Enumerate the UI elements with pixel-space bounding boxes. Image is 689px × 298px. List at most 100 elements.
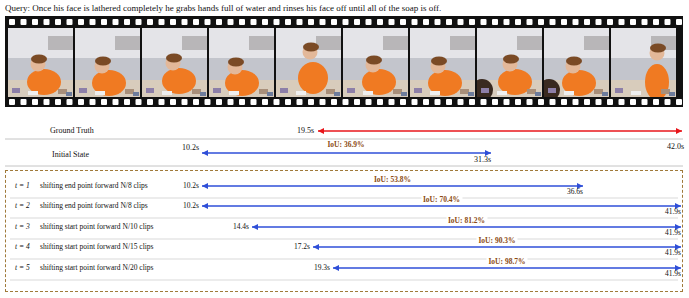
sprocket-hole [573, 19, 579, 25]
hair [366, 56, 382, 65]
film-base [5, 16, 683, 107]
sprocket-hole [354, 99, 360, 105]
step-action: shifting start point forward N/10 clips [40, 223, 154, 232]
time-label: 17.2s [294, 243, 310, 252]
sprocket-hole [458, 99, 464, 105]
table-clutter [661, 89, 670, 94]
sprocket-hole [239, 99, 245, 105]
sprocket-hole [9, 19, 15, 25]
sprocket-hole [228, 19, 234, 25]
sprocket-hole [44, 19, 50, 25]
sprocket-hole [538, 99, 544, 105]
hair [503, 55, 519, 64]
row-title: Ground Truth [50, 126, 94, 135]
frame-wall [410, 28, 475, 58]
row-title: Initial State [52, 150, 89, 159]
step-arrow [252, 226, 681, 227]
iou-label: IoU: 98.7% [486, 258, 527, 267]
table-clutter [497, 91, 507, 95]
frame-shelf [450, 36, 475, 50]
time-label: 10.2s [183, 202, 199, 211]
video-frame [611, 28, 676, 97]
frame-wall [75, 28, 140, 58]
step-index: t = 4 [15, 243, 30, 252]
table-clutter [200, 92, 206, 96]
sprocket-hole [538, 19, 544, 25]
frame-room [75, 28, 140, 97]
sprocket-hole [343, 19, 349, 25]
sprocket-hole [251, 19, 257, 25]
orange-shirt [162, 68, 196, 94]
row-rule [10, 198, 678, 199]
sprocket-hole [285, 19, 291, 25]
sprocket-hole [170, 19, 176, 25]
table-clutter [393, 89, 402, 94]
video-frame [8, 28, 73, 97]
table-clutter [213, 88, 221, 93]
sprocket-hole [596, 99, 602, 105]
sprocket-hole [492, 99, 498, 105]
sprocket-hole [469, 19, 475, 25]
step-arrow [313, 246, 681, 247]
step-arrow [202, 205, 681, 206]
sprocket-hole [527, 19, 533, 25]
table-clutter [267, 92, 273, 96]
time-label: 41.9s [665, 208, 681, 217]
sprocket-hole [446, 99, 452, 105]
sprocket-hole [377, 19, 383, 25]
sprocket-hole [561, 99, 567, 105]
time-label: 14.4s [233, 223, 249, 232]
sprocket-hole [515, 19, 521, 25]
sprocket-hole [573, 99, 579, 105]
sprocket-hole [90, 19, 96, 25]
sprocket-hole [446, 19, 452, 25]
orange-shirt [298, 62, 328, 94]
frame-room [142, 28, 207, 97]
sprocket-hole [320, 19, 326, 25]
sprocket-hole [228, 99, 234, 105]
table-clutter [162, 91, 172, 95]
step-action: shifting start point forward N/20 clips [40, 264, 154, 273]
sprocket-hole [78, 99, 84, 105]
video-frame [75, 28, 140, 97]
table-clutter [259, 89, 268, 94]
table-clutter [602, 92, 608, 96]
query-text: Query: Once his face is lathered complet… [5, 3, 441, 13]
sprocket-hole [147, 99, 153, 105]
table-clutter [564, 91, 574, 95]
step-arrow [333, 267, 681, 268]
sprocket-hole [297, 19, 303, 25]
frame-wall [477, 28, 542, 58]
sprocket-hole [262, 99, 268, 105]
table-clutter [280, 88, 288, 93]
sprocket-hole [676, 19, 682, 25]
time-label: 42.0s [667, 142, 684, 151]
step-action: shifting end point forward N/8 clips [40, 202, 148, 211]
table-clutter [296, 91, 306, 95]
sprocket-hole [676, 99, 682, 105]
sprocket-hole [550, 19, 556, 25]
table-clutter [334, 92, 340, 96]
sprocket-hole [308, 99, 314, 105]
sprocket-hole [21, 99, 27, 105]
hair [303, 43, 319, 52]
sprocket-hole [216, 19, 222, 25]
sprocket-hole [423, 19, 429, 25]
frame-room [8, 28, 73, 97]
frame-shelf [249, 36, 274, 50]
sprocket-hole [653, 99, 659, 105]
sprocket-hole [642, 19, 648, 25]
sprocket-hole [136, 19, 142, 25]
sprocket-hole [21, 19, 27, 25]
table-clutter [192, 89, 201, 94]
ground-truth-arrow [318, 130, 682, 131]
frame-shelf [383, 36, 408, 50]
film-strip [5, 16, 683, 107]
sprocket-hole [665, 19, 671, 25]
sprocket-hole [561, 19, 567, 25]
sprocket-hole [251, 99, 257, 105]
sprocket-hole [492, 19, 498, 25]
sprocket-hole [159, 99, 165, 105]
frame-wall [8, 28, 73, 58]
